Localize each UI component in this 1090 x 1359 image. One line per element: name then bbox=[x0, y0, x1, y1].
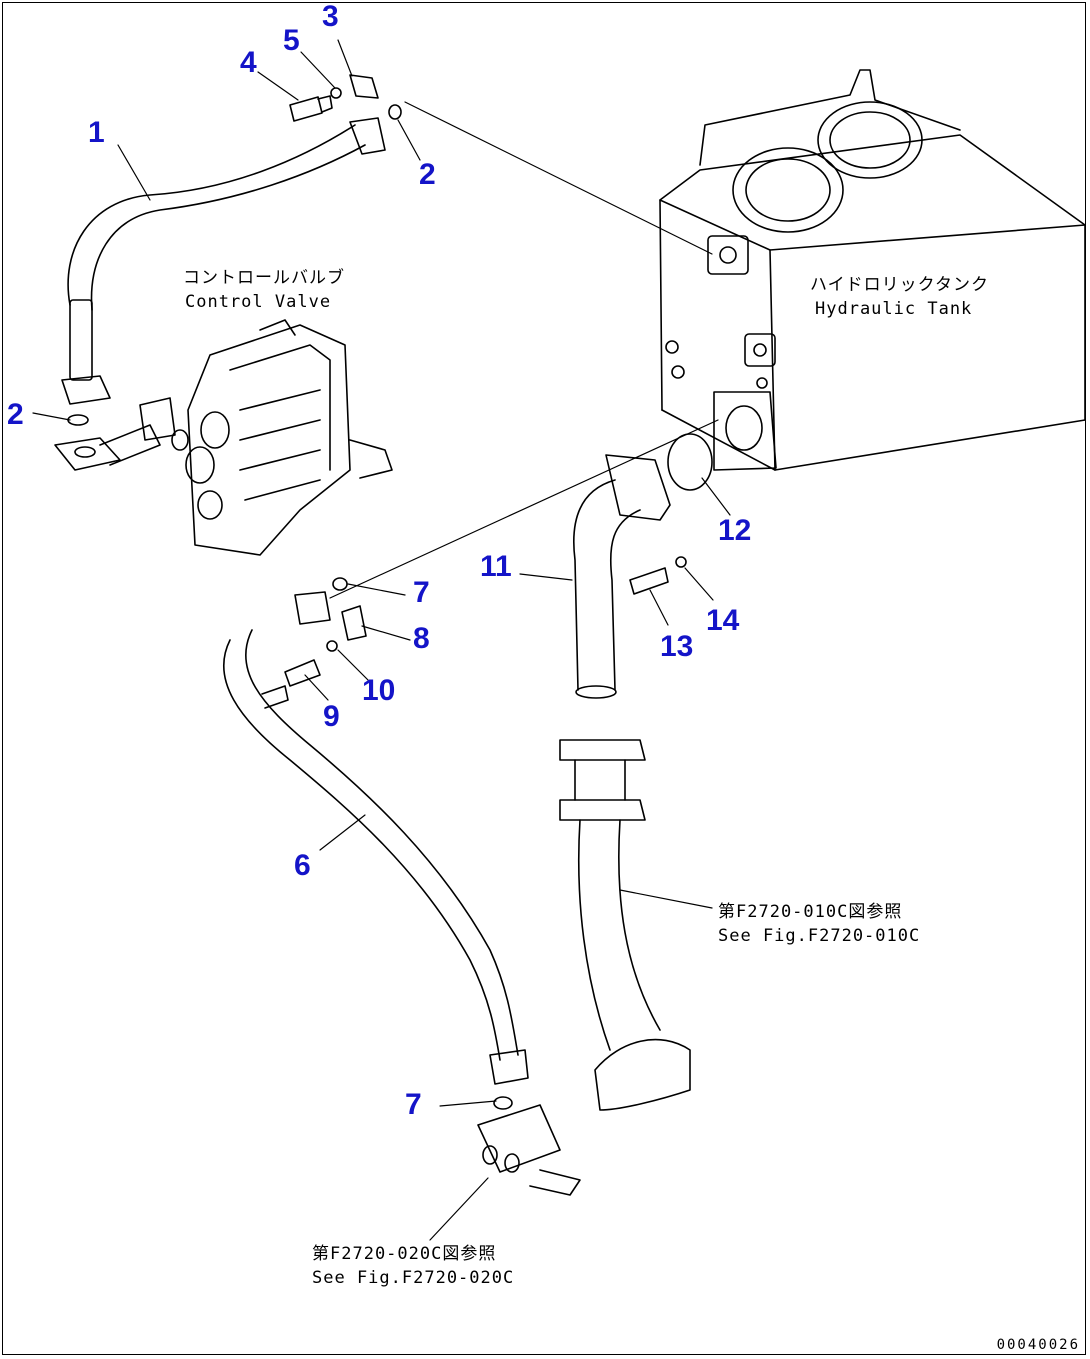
callout-12: 12 bbox=[718, 514, 752, 547]
hose-1 bbox=[61, 117, 386, 405]
fasteners-13-14 bbox=[629, 556, 687, 595]
callout-2-left: 2 bbox=[7, 398, 24, 431]
callout-8: 8 bbox=[413, 622, 430, 655]
callout-4: 4 bbox=[240, 46, 257, 79]
leader-lines bbox=[32, 39, 731, 1241]
callout-11: 11 bbox=[480, 550, 512, 583]
reference-upper-en: See Fig.F2720-010C bbox=[718, 926, 921, 946]
callout-7-upper: 7 bbox=[413, 576, 430, 609]
reference-upper-jp: 第F2720-010C図参照 bbox=[718, 902, 903, 922]
callout-14: 14 bbox=[706, 604, 740, 637]
drawing-code: 00040026 bbox=[996, 1337, 1080, 1353]
hydraulic-tank-label-en: Hydraulic Tank bbox=[815, 299, 973, 319]
tube-11 bbox=[573, 433, 713, 699]
reference-lower-en: See Fig.F2720-020C bbox=[312, 1268, 515, 1288]
callout-2-upper: 2 bbox=[419, 158, 436, 191]
callout-3: 3 bbox=[322, 0, 339, 33]
fasteners-middle bbox=[284, 577, 367, 687]
callout-1: 1 bbox=[88, 116, 105, 149]
callout-5: 5 bbox=[283, 24, 300, 57]
flange-left bbox=[54, 397, 189, 471]
reference-lower-jp: 第F2720-020C図参照 bbox=[312, 1244, 497, 1264]
control-valve-label-en: Control Valve bbox=[185, 292, 332, 312]
hose-6 bbox=[222, 591, 529, 1085]
callout-7-lower: 7 bbox=[405, 1088, 422, 1121]
hydraulic-tank-label-jp: ハイドロリックタンク bbox=[810, 275, 989, 295]
control-valve-label-jp: コントロールバルブ bbox=[183, 268, 345, 288]
suction-pipe bbox=[559, 739, 691, 1111]
hydraulic-tank bbox=[659, 69, 1086, 471]
junction-block bbox=[477, 1096, 581, 1196]
fasteners-upper bbox=[289, 74, 402, 122]
callout-6: 6 bbox=[294, 849, 311, 882]
callout-10: 10 bbox=[362, 674, 396, 707]
callout-9: 9 bbox=[323, 700, 340, 733]
callout-13: 13 bbox=[660, 630, 694, 663]
control-valve bbox=[185, 319, 393, 556]
